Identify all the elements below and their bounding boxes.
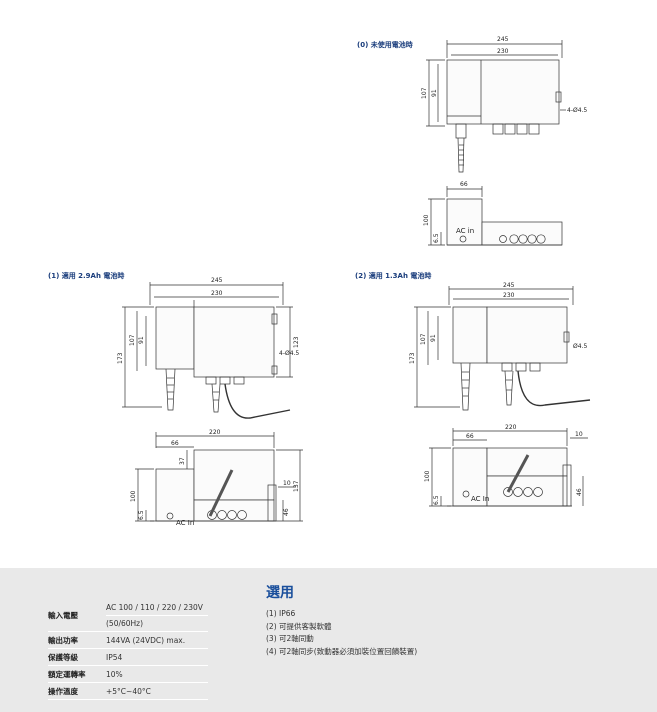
- dim-0-w-total: 245: [497, 36, 509, 43]
- spec-value: 10%: [106, 665, 208, 683]
- spec-label: 輸出功率: [48, 631, 106, 649]
- technical-drawings: (0) 未使用電池時 245 230 107 91 4-Ø4.5 66 100 …: [48, 36, 591, 527]
- drawing-0-side-view: [428, 186, 563, 246]
- dim-0-side-h: 100: [423, 214, 430, 226]
- dim-1-w-total: 245: [211, 277, 223, 284]
- dim-1-hole: 4-Ø4.5: [279, 350, 299, 357]
- dim-0-h-body: 91: [431, 89, 438, 97]
- caption-1: (1) 適用 2.9Ah 電池時: [48, 271, 124, 280]
- spec-label: 輸入電壓: [48, 600, 106, 632]
- dim-0-side-w: 66: [460, 181, 468, 188]
- drawing-2-side-view: [429, 428, 588, 507]
- dim-1-h-body: 91: [138, 336, 145, 344]
- options-list: (1) IP66 (2) 可提供客製軟體 (3) 可2軸同動 (4) 可2軸同步…: [266, 608, 417, 658]
- dim-2-side-w: 220: [505, 424, 517, 431]
- options-title: 選用: [266, 585, 294, 601]
- dim-2-w-body: 230: [503, 292, 515, 299]
- caption-2: (2) 適用 1.3Ah 電池時: [355, 271, 431, 280]
- dim-1-h-total: 107: [129, 334, 136, 346]
- spec-label: 額定運轉率: [48, 665, 106, 683]
- dim-0-h-total: 107: [421, 87, 428, 99]
- spec-value: (50/60Hz): [106, 615, 208, 632]
- ac-in-label-2: AC In: [471, 495, 489, 503]
- dim-0-w-body: 230: [497, 48, 509, 55]
- drawing-1-top-view: [122, 282, 293, 419]
- dim-2-hole: Ø4.5: [573, 343, 587, 350]
- dim-0-hole: 4-Ø4.5: [567, 107, 587, 114]
- dim-1-side-a: 66: [171, 440, 179, 447]
- dim-1-side-b: 37: [179, 457, 186, 465]
- dim-1-w-body: 230: [211, 290, 223, 297]
- ac-in-label-1: AC In: [176, 519, 194, 527]
- option-item: (3) 可2軸同動: [266, 634, 314, 643]
- spec-value: IP54: [106, 648, 208, 666]
- spec-value: +5°C~40°C: [106, 682, 208, 700]
- dim-2-side-h: 100: [424, 470, 431, 482]
- dim-2-h-body: 91: [430, 334, 437, 342]
- drawing-2-top-view: [414, 286, 591, 411]
- drawing-1-side-view: [135, 432, 303, 522]
- drawing-0-top-view: [426, 40, 566, 173]
- spec-value: AC 100 / 110 / 220 / 230V: [106, 600, 208, 616]
- spec-row: 輸入電壓 AC 100 / 110 / 220 / 230V: [48, 600, 208, 632]
- dim-2-w-total: 245: [503, 282, 515, 289]
- spec-table: 輸入電壓 AC 100 / 110 / 220 / 230V (50/60Hz)…: [48, 600, 208, 700]
- spec-row: 操作溫度 +5°C~40°C: [48, 682, 208, 700]
- caption-0: (0) 未使用電池時: [357, 40, 413, 49]
- dim-1-side-small: 6.5: [138, 510, 145, 520]
- dim-2-side-small: 6.5: [433, 495, 440, 505]
- option-item: (1) IP66: [266, 609, 296, 618]
- dim-2-side-a: 66: [466, 433, 474, 440]
- dim-0-side-small: 6.5: [433, 233, 440, 243]
- dim-1-h-right: 123: [293, 336, 300, 348]
- spec-row: 輸出功率 144VA (24VDC) max.: [48, 631, 208, 649]
- spec-label: 操作溫度: [48, 682, 106, 700]
- dim-1-side-base: 100: [130, 490, 137, 502]
- dim-2-side-c: 10: [575, 431, 583, 438]
- spec-row: 額定運轉率 10%: [48, 665, 208, 683]
- spec-value: 144VA (24VDC) max.: [106, 631, 208, 649]
- option-item: (2) 可提供客製軟體: [266, 621, 332, 631]
- dim-2-side-r: 46: [576, 488, 583, 496]
- dim-1-side-r: 46: [283, 508, 290, 516]
- dim-1-side-h: 137: [293, 480, 300, 492]
- spec-row: (50/60Hz): [48, 615, 208, 632]
- option-item: (4) 可2軸同步(致動器必須加裝位置回饋裝置): [266, 646, 418, 656]
- spec-row: 保護等級 IP54: [48, 648, 208, 666]
- spec-label: 保護等級: [48, 648, 106, 666]
- dim-2-h-outer: 173: [409, 352, 416, 364]
- dim-1-side-w: 220: [209, 429, 221, 436]
- dim-1-h-outer: 173: [117, 352, 124, 364]
- ac-in-label-0: AC in: [456, 227, 474, 235]
- dim-2-h-total: 107: [420, 333, 427, 345]
- dim-1-side-c: 10: [283, 480, 291, 487]
